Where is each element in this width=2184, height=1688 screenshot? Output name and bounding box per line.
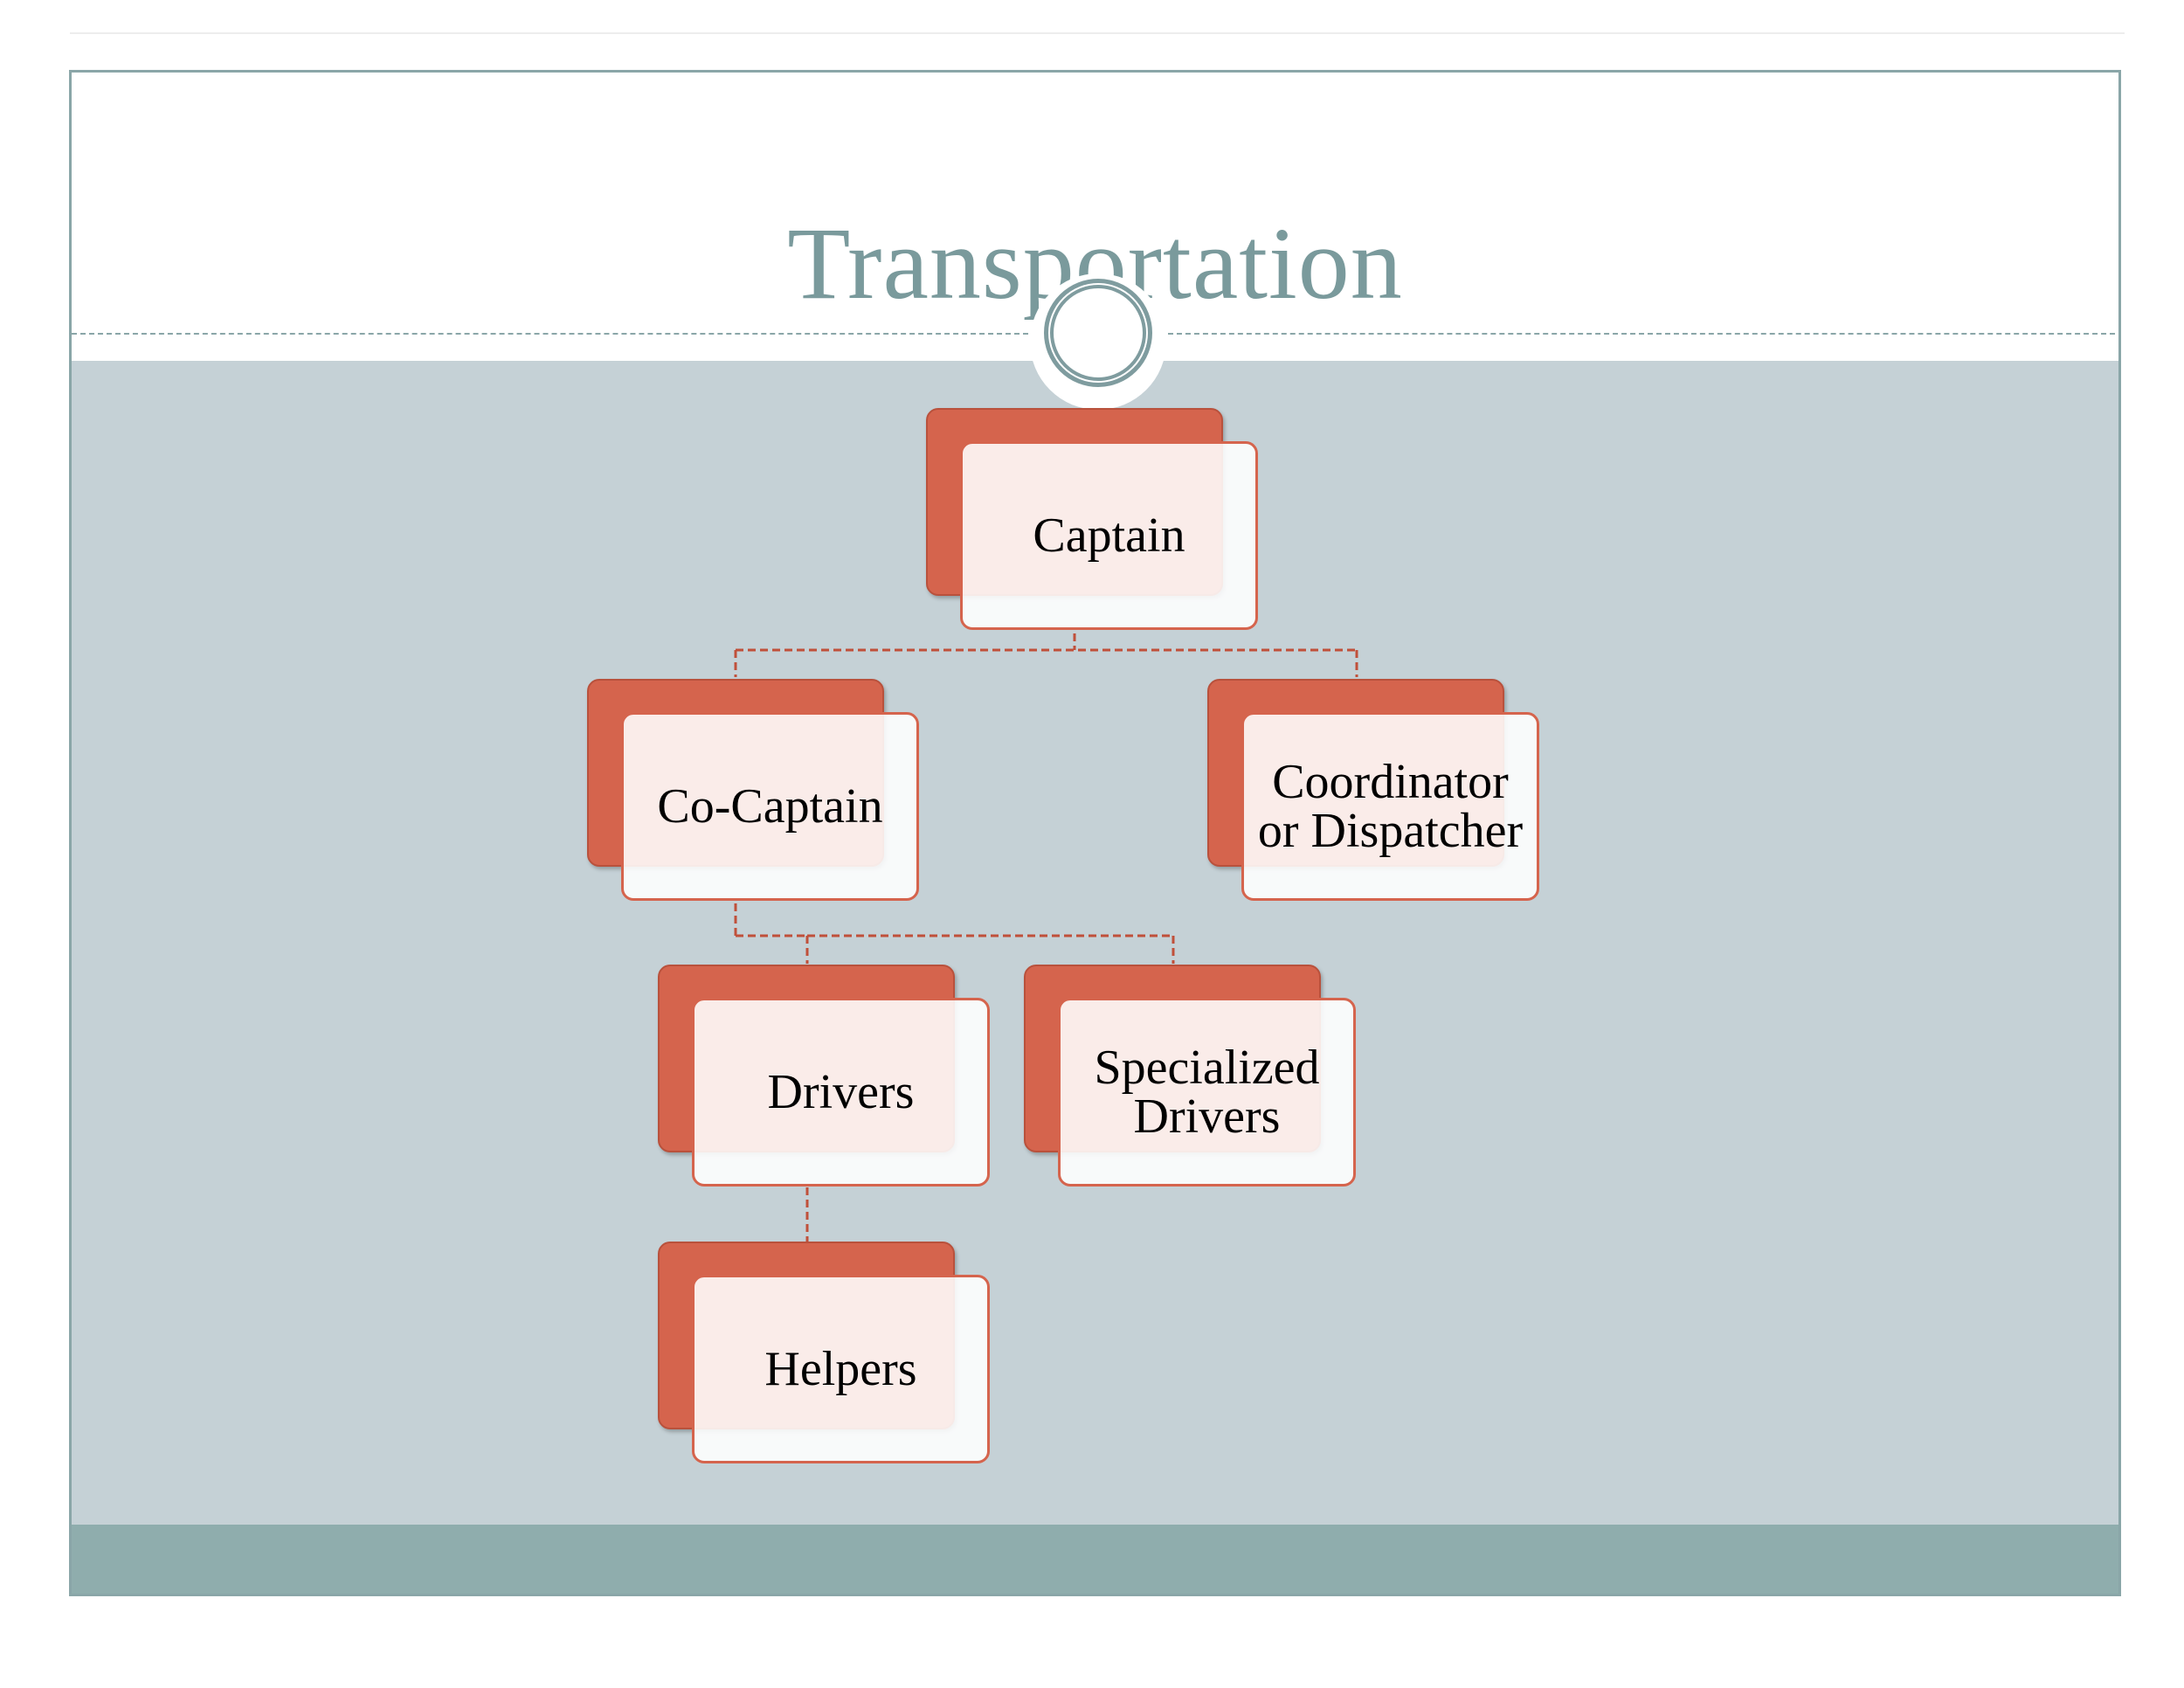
title-divider-right — [1168, 333, 2118, 335]
top-divider — [70, 32, 2125, 34]
org-node-captain: Captain — [926, 408, 1258, 630]
org-node-specialized-drivers: Specialized Drivers — [1024, 965, 1356, 1186]
org-node-drivers: Drivers — [658, 965, 990, 1186]
org-node-coordinator: Coordinator or Dispatcher — [1207, 679, 1539, 901]
org-node-label-drivers: Drivers — [692, 998, 990, 1186]
org-node-label-coordinator: Coordinator or Dispatcher — [1241, 712, 1539, 901]
circle-ornament-inner-icon — [1050, 285, 1146, 381]
slide: Transportation — [69, 70, 2121, 1596]
footer-band — [72, 1525, 2118, 1594]
org-node-co-captain: Co-Captain — [587, 679, 919, 901]
org-node-label-captain: Captain — [960, 441, 1258, 630]
title-divider-left — [72, 333, 1028, 335]
org-node-helpers: Helpers — [658, 1242, 990, 1463]
org-node-label-specialized-drivers: Specialized Drivers — [1058, 998, 1356, 1186]
org-node-label-co-captain: Co-Captain — [621, 712, 919, 901]
org-node-label-helpers: Helpers — [692, 1275, 990, 1463]
